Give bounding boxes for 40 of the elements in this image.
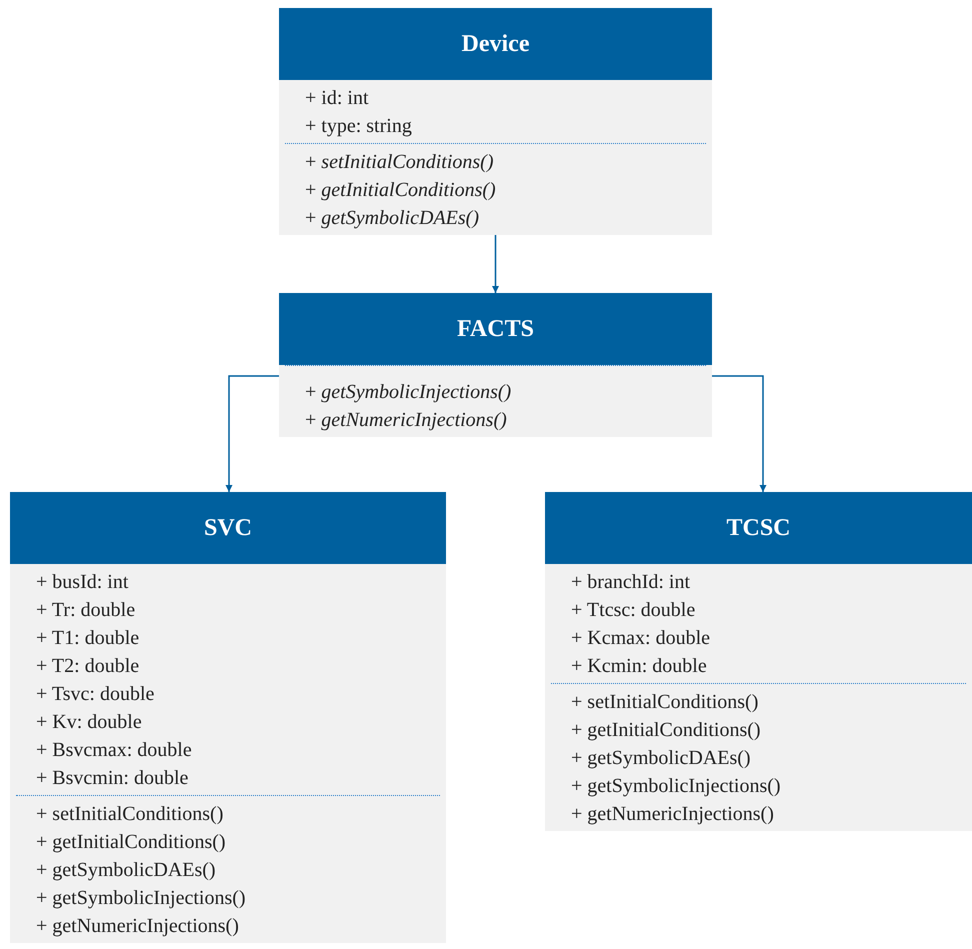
method-text: + setInitialConditions()	[304, 150, 494, 175]
attribute-text: + T1: double	[35, 626, 140, 651]
method-text: + getNumericInjections()	[304, 408, 508, 433]
attribute-text: + Bsvcmin: double	[35, 766, 190, 791]
attribute-text: + Tsvc: double	[35, 682, 156, 707]
method-text: + getInitialConditions()	[570, 718, 762, 743]
method-text: + getSymbolicInjections()	[304, 380, 512, 405]
method-text: + setInitialConditions()	[570, 690, 760, 715]
inheritance-arrow	[226, 375, 279, 492]
method-text: + setInitialConditions()	[35, 802, 224, 827]
method-text: + getSymbolicDAEs()	[35, 858, 217, 883]
attribute-text: + type: string	[304, 114, 413, 139]
class-box	[545, 492, 972, 831]
class-name: TCSC	[545, 492, 972, 564]
class-box	[10, 492, 446, 943]
class-box	[279, 293, 712, 437]
attribute-text: + Tr: double	[35, 598, 136, 623]
method-text: + getSymbolicDAEs()	[570, 746, 752, 771]
method-text: + getNumericInjections()	[570, 802, 775, 827]
attribute-text: + T2: double	[35, 654, 140, 679]
attribute-text: + id: int	[304, 86, 370, 111]
class-name: SVC	[10, 492, 446, 564]
class-name: Device	[279, 8, 712, 80]
attribute-text: + Kv: double	[35, 710, 143, 735]
inheritance-arrow	[492, 235, 499, 293]
attribute-text: + Ttcsc: double	[570, 598, 696, 623]
method-text: + getSymbolicInjections()	[35, 886, 247, 911]
method-text: + getSymbolicInjections()	[570, 774, 782, 799]
inheritance-arrow	[712, 375, 766, 492]
method-text: + getInitialConditions()	[35, 830, 227, 855]
attribute-text: + Bsvcmax: double	[35, 738, 193, 763]
attribute-text: + Kcmax: double	[570, 626, 712, 651]
class-name: FACTS	[279, 293, 712, 365]
attribute-text: + branchId: int	[570, 570, 692, 595]
method-text: + getSymbolicDAEs()	[304, 206, 480, 231]
method-text: + getNumericInjections()	[35, 914, 240, 939]
attribute-text: + busId: int	[35, 570, 130, 595]
method-text: + getInitialConditions()	[304, 178, 497, 203]
class-box	[279, 8, 712, 235]
attribute-text: + Kcmin: double	[570, 654, 708, 679]
